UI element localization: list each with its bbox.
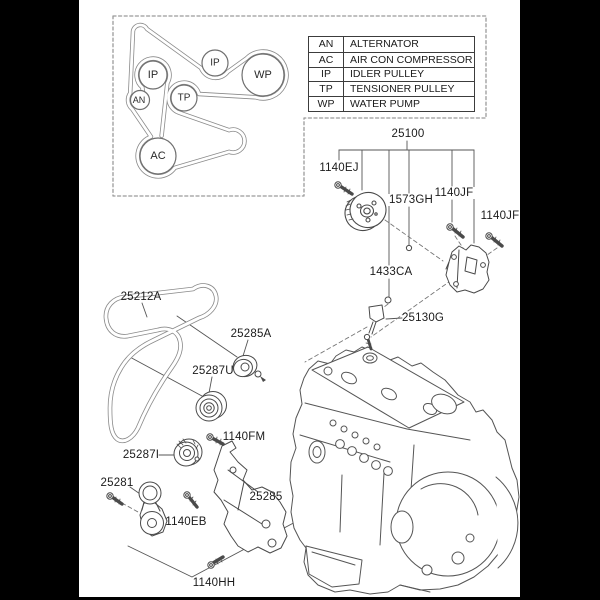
routing-label-alternator: AN — [132, 95, 146, 105]
callout-1140hh: 1140HH — [192, 577, 236, 589]
pulley-alternator — [129, 89, 151, 111]
legend-abbr: WP — [309, 96, 344, 111]
callout-1140eb: 1140EB — [165, 516, 207, 528]
pump-assembly-25100 — [445, 244, 490, 294]
callout-25281: 25281 — [100, 477, 134, 489]
pulley-compressor — [139, 137, 177, 175]
legend-abbr: TP — [309, 81, 344, 97]
routing-label-idler-left: IP — [147, 69, 159, 81]
bolt-1140eb — [183, 491, 199, 509]
legend-abbr: IP — [309, 66, 344, 82]
bolt-1140hh — [207, 555, 225, 569]
callout-25100: 25100 — [391, 128, 425, 140]
engine-illustration — [289, 346, 520, 595]
pulley-idler-left — [138, 60, 168, 90]
datum-1433ca — [384, 296, 392, 304]
legend-desc: WATER PUMP — [344, 96, 474, 111]
pulley-idler-top — [201, 49, 229, 77]
callout-1573gh: 1573GH — [386, 194, 436, 206]
legend-desc: AIR CON COMPRESSOR — [344, 51, 474, 67]
legend-desc: ALTERNATOR — [350, 38, 419, 51]
routing-label-compressor: AC — [150, 150, 166, 162]
pulley-25287i — [173, 438, 203, 467]
callout-1433ca: 1433CA — [367, 266, 415, 278]
routing-label-tensioner: TP — [177, 92, 191, 104]
belt-routing-diagram — [125, 22, 289, 179]
belt-25212a — [103, 283, 219, 444]
bracket-25285 — [213, 440, 288, 554]
callout-25130g: 25130G — [401, 312, 445, 324]
callout-25285: 25285 — [249, 491, 283, 503]
legend-desc: TENSIONER PULLEY — [344, 81, 474, 96]
dashed-frame — [112, 15, 487, 197]
legend-abbr: AC — [309, 51, 344, 67]
bolt-1140ej — [334, 181, 354, 196]
bolt-1140fm — [206, 433, 225, 446]
tensioner-25281 — [138, 481, 168, 537]
legend-table: AN ALTERNATOR AC AIR CON COMPRESSOR IP I… — [308, 36, 475, 112]
routing-label-idler-top: IP — [210, 57, 220, 69]
bolt-1140jf-lower — [485, 232, 504, 248]
pulley-25285a — [232, 354, 266, 382]
bolt-1140jf-upper — [446, 223, 465, 239]
callout-1140ej: 1140EJ — [319, 162, 359, 174]
bolts — [106, 181, 504, 569]
bolt-25130g — [363, 333, 373, 351]
pulley-25287u — [195, 391, 227, 422]
pulley-water-pump — [241, 53, 285, 97]
callout-25287u: 25287U — [192, 365, 234, 377]
bolt-tensioner-pivot — [106, 492, 124, 506]
callout-25287i: 25287I — [122, 449, 160, 461]
legend-abbr: AN — [309, 37, 344, 52]
pulley-tensioner — [170, 84, 198, 112]
callout-1140jf-upper: 1140JF — [432, 187, 476, 199]
routing-label-water-pump: WP — [254, 69, 272, 81]
callout-1140jf-lower: 1140JF — [480, 210, 520, 222]
callout-25212a: 25212A — [120, 291, 162, 303]
assembly-dashed-leaders — [121, 219, 498, 513]
stud-1573gh — [405, 244, 413, 252]
callout-1140fm: 1140FM — [222, 431, 266, 443]
legend-desc: IDLER PULLEY — [344, 66, 474, 82]
callout-25285a: 25285A — [230, 328, 272, 340]
bracket-25130g — [368, 304, 385, 335]
pump-pulley — [344, 191, 387, 232]
